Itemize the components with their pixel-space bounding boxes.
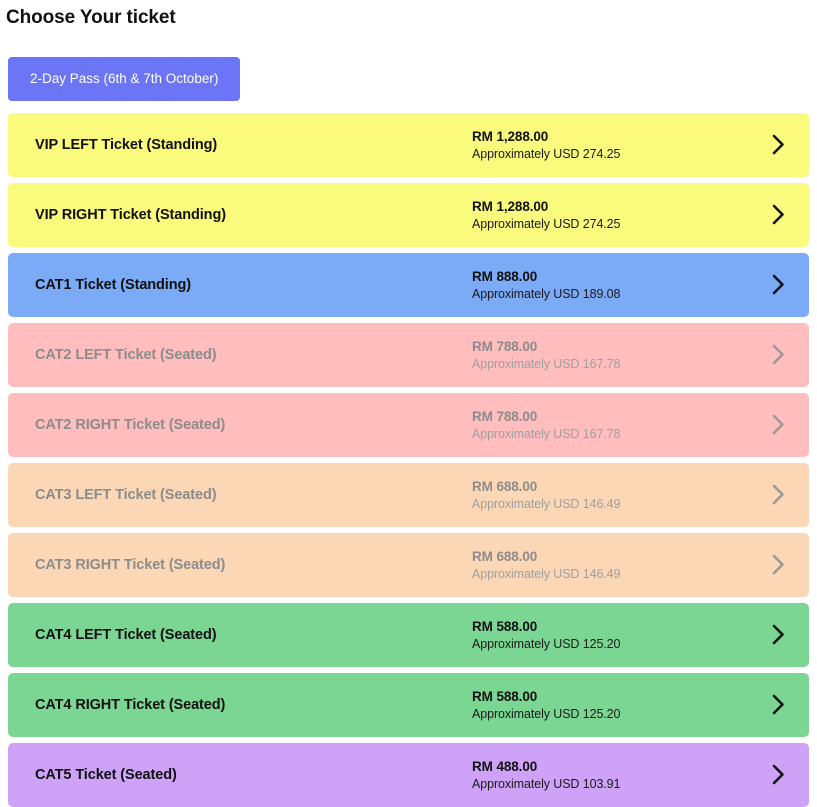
- ticket-name: CAT1 Ticket (Standing): [35, 276, 191, 293]
- ticket-name: CAT5 Ticket (Seated): [35, 766, 177, 783]
- ticket-name: CAT4 LEFT Ticket (Seated): [35, 626, 217, 643]
- chevron-right-icon[interactable]: [765, 274, 791, 295]
- ticket-name: CAT2 LEFT Ticket (Seated): [35, 346, 217, 363]
- ticket-approx-price: Approximately USD 125.20: [472, 636, 621, 651]
- ticket-price: RM 688.00: [472, 548, 538, 564]
- ticket-name: CAT2 RIGHT Ticket (Seated): [35, 416, 226, 433]
- chevron-right-icon: [765, 484, 791, 505]
- ticket-approx-price: Approximately USD 146.49: [472, 496, 621, 511]
- ticket-price: RM 788.00: [472, 408, 538, 424]
- chevron-right-icon: [765, 344, 791, 365]
- ticket-approx-price: Approximately USD 167.78: [472, 356, 621, 371]
- ticket-price: RM 888.00: [472, 268, 538, 284]
- pass-tab-bar: 2-Day Pass (6th & 7th October): [0, 29, 817, 101]
- ticket-name: VIP LEFT Ticket (Standing): [35, 136, 218, 153]
- ticket-approx-price: Approximately USD 125.20: [472, 706, 621, 721]
- ticket-approx-price: Approximately USD 189.08: [472, 286, 621, 301]
- ticket-price: RM 688.00: [472, 478, 538, 494]
- ticket-price: RM 1,288.00: [472, 198, 549, 214]
- ticket-price: RM 1,288.00: [472, 128, 549, 144]
- chevron-right-icon[interactable]: [765, 694, 791, 715]
- ticket-price: RM 588.00: [472, 618, 538, 634]
- page-title: Choose Your ticket: [6, 7, 176, 28]
- ticket-approx-price: Approximately USD 167.78: [472, 426, 621, 441]
- ticket-price: RM 588.00: [472, 688, 538, 704]
- ticket-name: VIP RIGHT Ticket (Standing): [35, 206, 226, 223]
- ticket-name: CAT4 RIGHT Ticket (Seated): [35, 696, 226, 713]
- ticket-approx-price: Approximately USD 103.91: [472, 776, 621, 791]
- chevron-right-icon[interactable]: [765, 134, 791, 155]
- ticket-name: CAT3 RIGHT Ticket (Seated): [35, 556, 226, 573]
- ticket-price: RM 488.00: [472, 758, 538, 774]
- chevron-right-icon: [765, 414, 791, 435]
- chevron-right-icon[interactable]: [765, 204, 791, 225]
- ticket-approx-price: Approximately USD 146.49: [472, 566, 621, 581]
- ticket-approx-price: Approximately USD 274.25: [472, 146, 621, 161]
- ticket-name: CAT3 LEFT Ticket (Seated): [35, 486, 217, 503]
- chevron-right-icon: [765, 554, 791, 575]
- ticket-approx-price: Approximately USD 274.25: [472, 216, 621, 231]
- pass-tab-2-day-pass[interactable]: 2-Day Pass (6th & 7th October): [8, 57, 241, 101]
- chevron-right-icon[interactable]: [765, 764, 791, 785]
- ticket-price: RM 788.00: [472, 338, 538, 354]
- chevron-right-icon[interactable]: [765, 624, 791, 645]
